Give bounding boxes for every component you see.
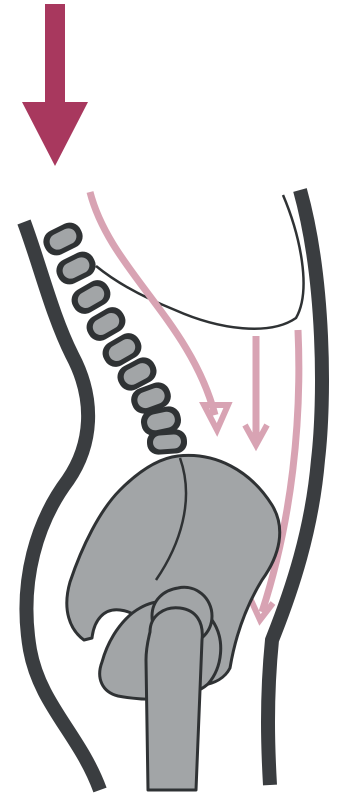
downward-force-arrow-icon <box>22 4 88 166</box>
pelvis <box>67 455 280 790</box>
pressure-arrow-1 <box>90 192 215 415</box>
front-outline <box>268 190 322 785</box>
vertebra <box>146 429 188 456</box>
femur <box>146 608 202 790</box>
